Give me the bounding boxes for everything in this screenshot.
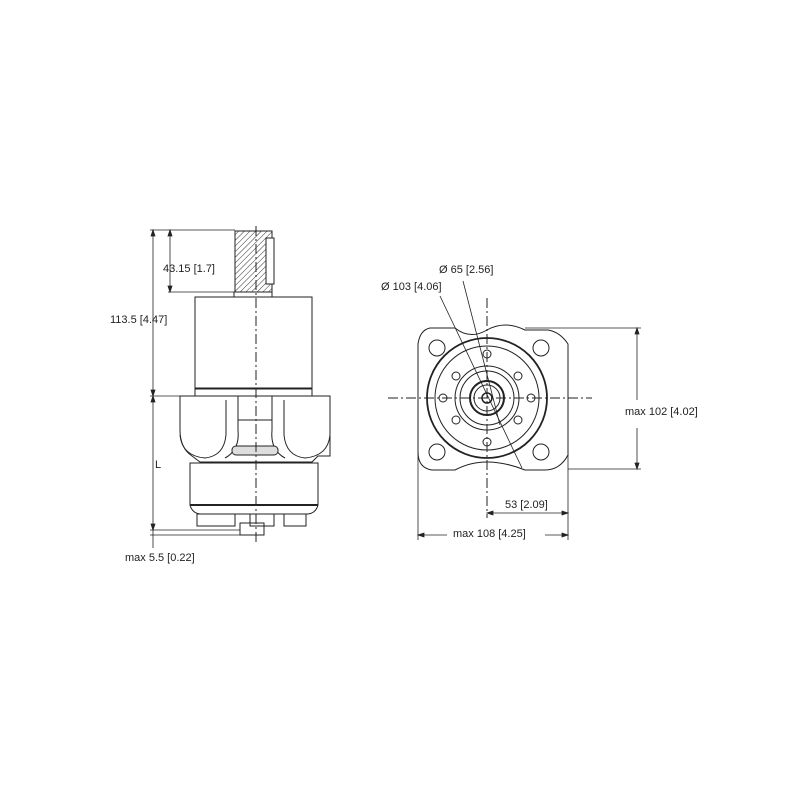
dim-max-height: max 102 [4.02] bbox=[625, 406, 698, 418]
motor-body bbox=[194, 296, 313, 390]
dim-max-width: max 108 [4.25] bbox=[453, 528, 526, 540]
flange bbox=[179, 395, 331, 463]
front-dimensions bbox=[416, 280, 641, 540]
dim-length-l: L bbox=[155, 459, 162, 471]
dim-bottom-max: max 5.5 [0.22] bbox=[125, 552, 195, 564]
bolts bbox=[196, 513, 307, 536]
mounting-flange bbox=[417, 324, 569, 471]
front-view bbox=[388, 280, 641, 540]
side-view bbox=[150, 226, 331, 548]
dim-shaft-length: 43.15 [1.7] bbox=[163, 263, 215, 275]
dim-diameter-65: Ø 65 [2.56] bbox=[439, 264, 494, 276]
dim-total-height: 113.5 [4.47] bbox=[110, 314, 168, 326]
lower-housing bbox=[189, 462, 319, 515]
dim-half-width: 53 [2.09] bbox=[505, 499, 548, 511]
dim-diameter-103: Ø 103 [4.06] bbox=[381, 281, 442, 293]
corner-bolt-holes bbox=[428, 339, 550, 461]
shaft-key bbox=[265, 237, 275, 285]
nameplate bbox=[231, 445, 279, 456]
side-dimensions bbox=[150, 228, 240, 548]
